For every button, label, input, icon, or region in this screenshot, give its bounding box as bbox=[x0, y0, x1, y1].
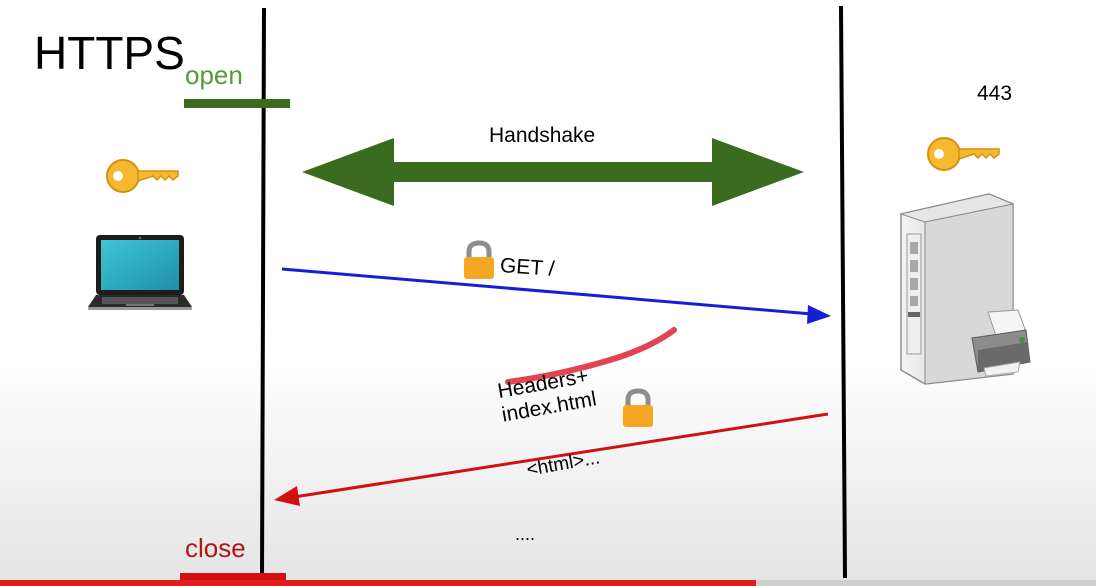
handshake-arrow bbox=[302, 138, 804, 206]
key-icon bbox=[927, 137, 1000, 171]
handshake-label: Handshake bbox=[489, 124, 596, 147]
key-icon bbox=[106, 159, 179, 193]
response-arrow bbox=[274, 412, 829, 506]
server-tower-icon bbox=[899, 193, 1015, 385]
video-progress-bar[interactable] bbox=[0, 580, 1096, 586]
pen-stroke bbox=[505, 327, 677, 385]
laptop-icon bbox=[88, 235, 192, 310]
ellipsis-label: .... bbox=[515, 524, 536, 544]
printer-icon bbox=[971, 309, 1031, 377]
port-label: 443 bbox=[977, 82, 1013, 105]
padlock-icon bbox=[623, 388, 653, 427]
diagram-title: HTTPS bbox=[34, 27, 185, 79]
client-timeline bbox=[260, 7, 266, 579]
close-label: close bbox=[185, 533, 246, 563]
open-bar bbox=[184, 99, 290, 108]
server-timeline bbox=[839, 5, 847, 579]
padlock-icon bbox=[464, 240, 494, 279]
request-arrow bbox=[281, 267, 831, 324]
request-label: GET / bbox=[499, 254, 556, 281]
video-progress-fill bbox=[0, 580, 757, 586]
open-label: open bbox=[185, 60, 243, 90]
close-bar bbox=[180, 573, 286, 580]
